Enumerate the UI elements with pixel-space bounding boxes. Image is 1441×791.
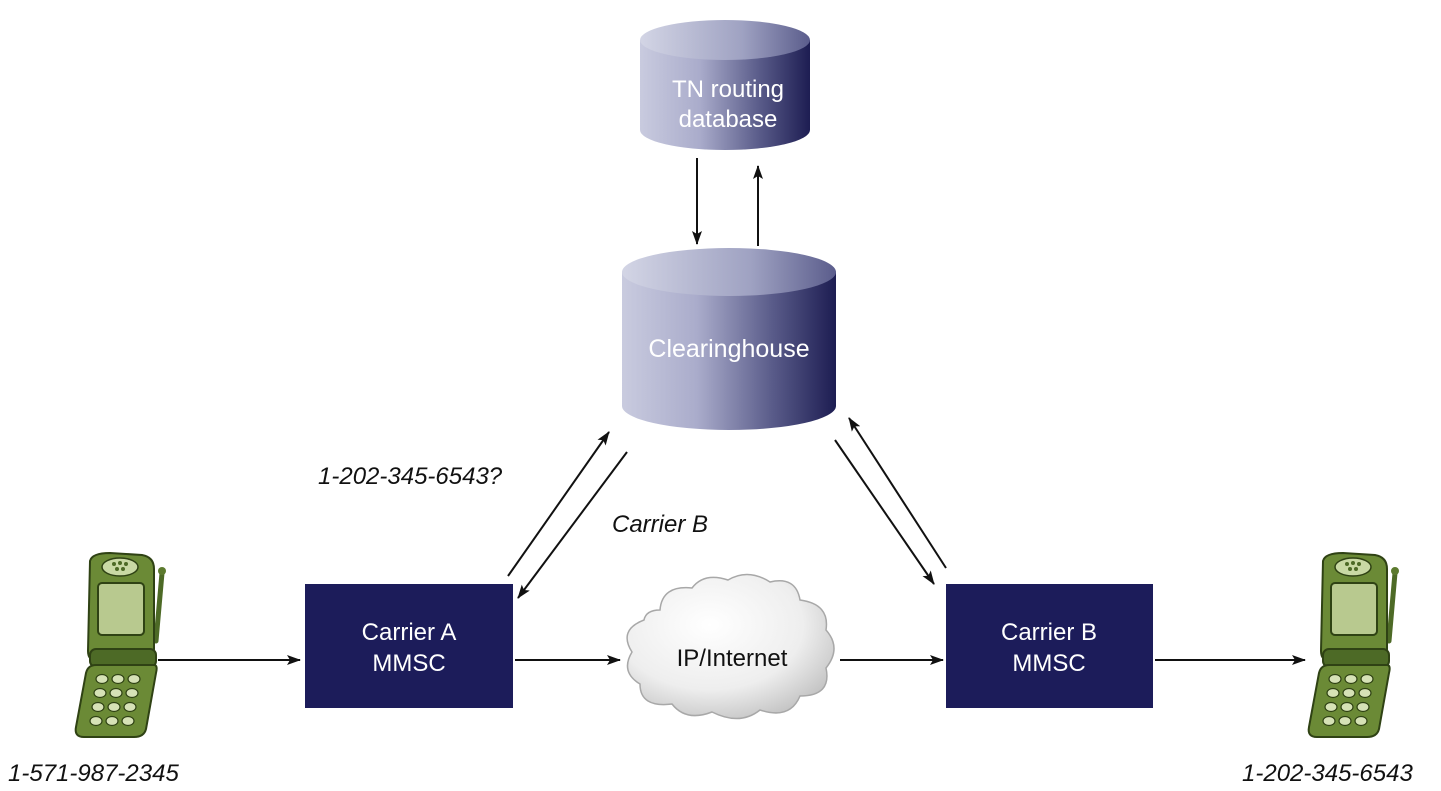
tn-routing-database: TN routing database	[640, 20, 810, 150]
arrow-carrier-a-query	[507, 431, 610, 577]
carrier-a-label-line2: MMSC	[372, 650, 445, 677]
query-annotation: 1-202-345-6543?	[318, 463, 503, 490]
internet-cloud: IP/Internet	[626, 573, 835, 720]
clearinghouse-label: Clearinghouse	[648, 335, 809, 363]
carrier-a-label-line1: Carrier A	[362, 619, 457, 646]
sender-number: 1-571-987-2345	[8, 760, 179, 787]
receiver-number: 1-202-345-6543	[1242, 760, 1413, 787]
sender-phone-icon	[76, 553, 166, 737]
internet-label: IP/Internet	[677, 645, 788, 672]
response-annotation: Carrier B	[612, 511, 708, 538]
arrow-clearinghouse-response	[517, 451, 628, 599]
carrier-b-mmsc: Carrier B MMSC	[946, 584, 1153, 708]
arrow-clearinghouse-to-carrier-b	[834, 439, 935, 585]
tn-database-label-line2: database	[679, 106, 778, 133]
carrier-b-label-line2: MMSC	[1012, 650, 1085, 677]
clearinghouse: Clearinghouse	[622, 248, 836, 430]
receiver-phone-icon	[1309, 553, 1399, 737]
tn-database-label-line1: TN routing	[672, 76, 784, 103]
carrier-a-mmsc: Carrier A MMSC	[305, 584, 513, 708]
arrow-carrier-b-to-clearinghouse	[848, 417, 947, 569]
carrier-b-label-line1: Carrier B	[1001, 619, 1097, 646]
